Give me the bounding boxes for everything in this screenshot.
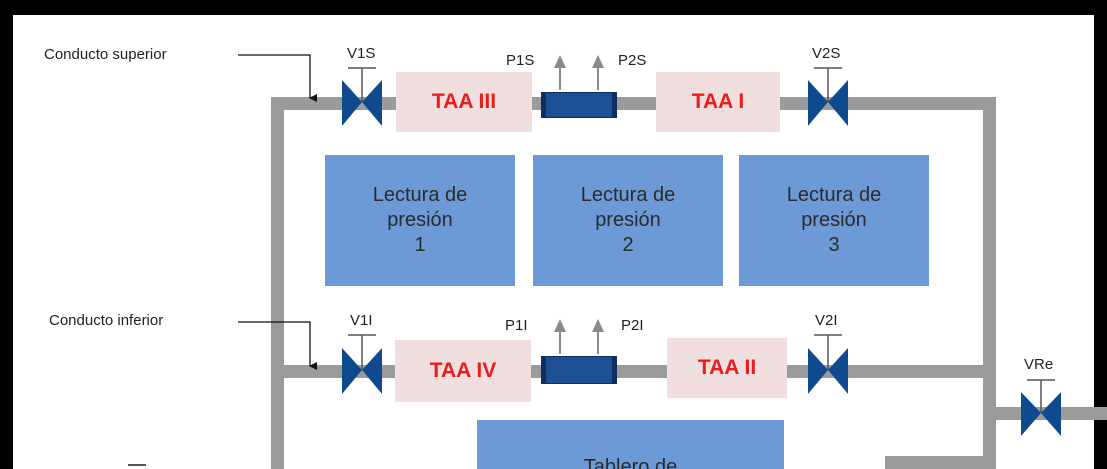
reading-3-line1: Lectura de [786,184,882,206]
valve-v1s-label: V1S [347,45,376,62]
reading-2-line1: Lectura de [580,184,676,206]
upper-pipe-pointer [238,54,317,102]
sensor-p1i-arrow-icon [554,319,566,354]
sensor-p1s-label: P1S [506,52,535,69]
sensor-p2i-label: P2I [621,317,644,334]
reading-1-line2: presión [387,209,453,231]
reading-3-line3: 3 [828,234,840,256]
reading-2-line2: presión [595,209,661,231]
control-board: Tablero de [477,420,784,469]
sensor-p2i-arrow-icon [592,319,604,354]
control-board-label: Tablero de [583,456,678,469]
left-vertical-pipe [271,97,284,469]
lower-pipe-label: Conducto inferior [49,312,164,329]
chamber-taa-ii: TAA II [667,338,787,398]
frame-left-border [0,0,13,469]
reading-2-line3: 2 [622,234,634,256]
bottom-stub-pipe [885,456,996,469]
pressure-reading-2: Lectura de presión 2 [533,155,723,286]
right-vertical-pipe [983,97,996,469]
sensor-lower [541,356,617,384]
frame-right-border [1094,0,1107,469]
sensor-p2s-arrow-icon [592,55,604,90]
lower-pipe-pointer [238,321,317,370]
valve-v1i-icon[interactable] [342,334,382,394]
pressure-reading-3: Lectura de presión 3 [739,155,929,286]
sensor-p1s-arrow-icon [554,55,566,90]
valve-v1s-icon[interactable] [342,67,382,126]
reading-1-line1: Lectura de [372,184,468,206]
valve-vre-icon[interactable] [1021,379,1061,436]
valve-v1i-label: V1I [350,312,373,329]
upper-pipe-label: Conducto superior [44,46,167,63]
valve-v2i-icon[interactable] [808,334,848,394]
valve-vre-label: VRe [1024,356,1054,373]
valve-v2i-label: V2I [815,312,838,329]
sensor-p1i-label: P1I [505,317,528,334]
reading-3-line2: presión [801,209,867,231]
valve-v2s-label: V2S [812,45,841,62]
chamber-taa-i: TAA I [656,72,780,132]
frame-top-border [0,0,1107,15]
chamber-taa-iv: TAA IV [395,340,531,402]
pressure-reading-1: Lectura de presión 1 [325,155,515,286]
sensor-upper [541,92,617,118]
valve-v2s-icon[interactable] [808,67,848,126]
reading-1-line3: 1 [414,234,426,256]
chamber-taa-iii: TAA III [396,72,532,132]
sensor-p2s-label: P2S [618,52,647,69]
